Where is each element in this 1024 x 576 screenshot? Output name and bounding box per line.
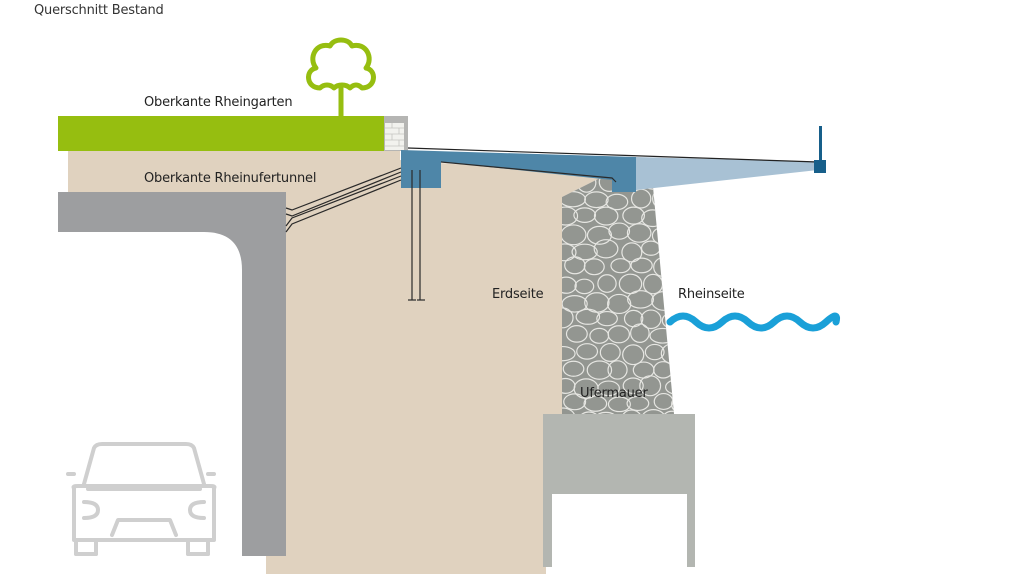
stone [575, 308, 601, 325]
stone [626, 223, 652, 243]
stone [583, 395, 608, 412]
stone [586, 225, 613, 245]
stone [673, 326, 674, 342]
stone [597, 274, 617, 293]
rheingarten-grass [58, 116, 384, 151]
stone [563, 393, 587, 411]
stone [593, 411, 619, 414]
stone [671, 394, 674, 414]
car-icon [66, 442, 217, 556]
stone [671, 193, 674, 210]
stone [565, 325, 588, 343]
label-rheinseite: Rheinseite [678, 287, 745, 302]
stone [620, 409, 643, 414]
tunnel-anchors [285, 161, 617, 233]
stone [583, 258, 605, 276]
stone [610, 258, 631, 274]
label-erdseite: Erdseite [492, 287, 544, 302]
label-ufermauer: Ufermauer [580, 386, 648, 401]
stone [641, 408, 666, 414]
stone [593, 206, 619, 226]
stone [607, 293, 632, 315]
stone [661, 410, 674, 414]
label-rheinufertunnel: Oberkante Rheinufertunnel [144, 171, 317, 186]
stone [640, 309, 662, 330]
stone [584, 191, 609, 209]
stone [562, 243, 577, 262]
stone [665, 379, 674, 395]
tunnel-structure [58, 192, 286, 556]
stone [562, 294, 588, 313]
stone [562, 276, 577, 294]
stone [626, 395, 650, 412]
label-rheingarten: Oberkante Rheingarten [144, 95, 293, 110]
stone [573, 207, 597, 223]
stone [593, 239, 619, 259]
stone [599, 342, 621, 362]
stone [605, 193, 629, 211]
stone [644, 343, 665, 361]
stone [562, 407, 576, 414]
stone [562, 206, 579, 226]
stone [562, 345, 576, 362]
stone [622, 344, 645, 366]
stone [622, 206, 645, 225]
stone [673, 258, 674, 280]
stone [622, 377, 644, 395]
stone [676, 362, 698, 379]
stone [562, 307, 574, 329]
diagram-title: Querschnitt Bestand [34, 3, 164, 18]
ufermauer-foundation [543, 414, 695, 567]
stone [630, 257, 653, 274]
stone [562, 224, 587, 246]
stone [676, 223, 695, 243]
stone [607, 396, 631, 413]
stone [574, 278, 595, 295]
stone [660, 207, 674, 224]
stone [639, 375, 662, 397]
promenade-slab [401, 150, 636, 192]
stone [571, 243, 598, 261]
brick-pillar [384, 116, 408, 151]
water-wave-icon [666, 312, 840, 332]
stone [597, 380, 620, 397]
railing-icon [814, 126, 826, 173]
stone [652, 188, 672, 210]
stone [608, 222, 631, 240]
soil-body [68, 150, 640, 574]
stone [607, 325, 630, 344]
stone [596, 310, 618, 327]
slab-piles [408, 170, 425, 301]
stone [662, 244, 674, 261]
tree-icon [306, 37, 376, 119]
stone [586, 360, 613, 380]
stone [607, 360, 628, 380]
stone [630, 323, 650, 343]
stone [627, 290, 655, 309]
walkway-surface-line [407, 147, 819, 163]
stone [576, 343, 599, 360]
stone [649, 327, 674, 344]
stone [562, 360, 585, 377]
cantilever-walkway [636, 157, 818, 190]
stone [577, 411, 601, 414]
